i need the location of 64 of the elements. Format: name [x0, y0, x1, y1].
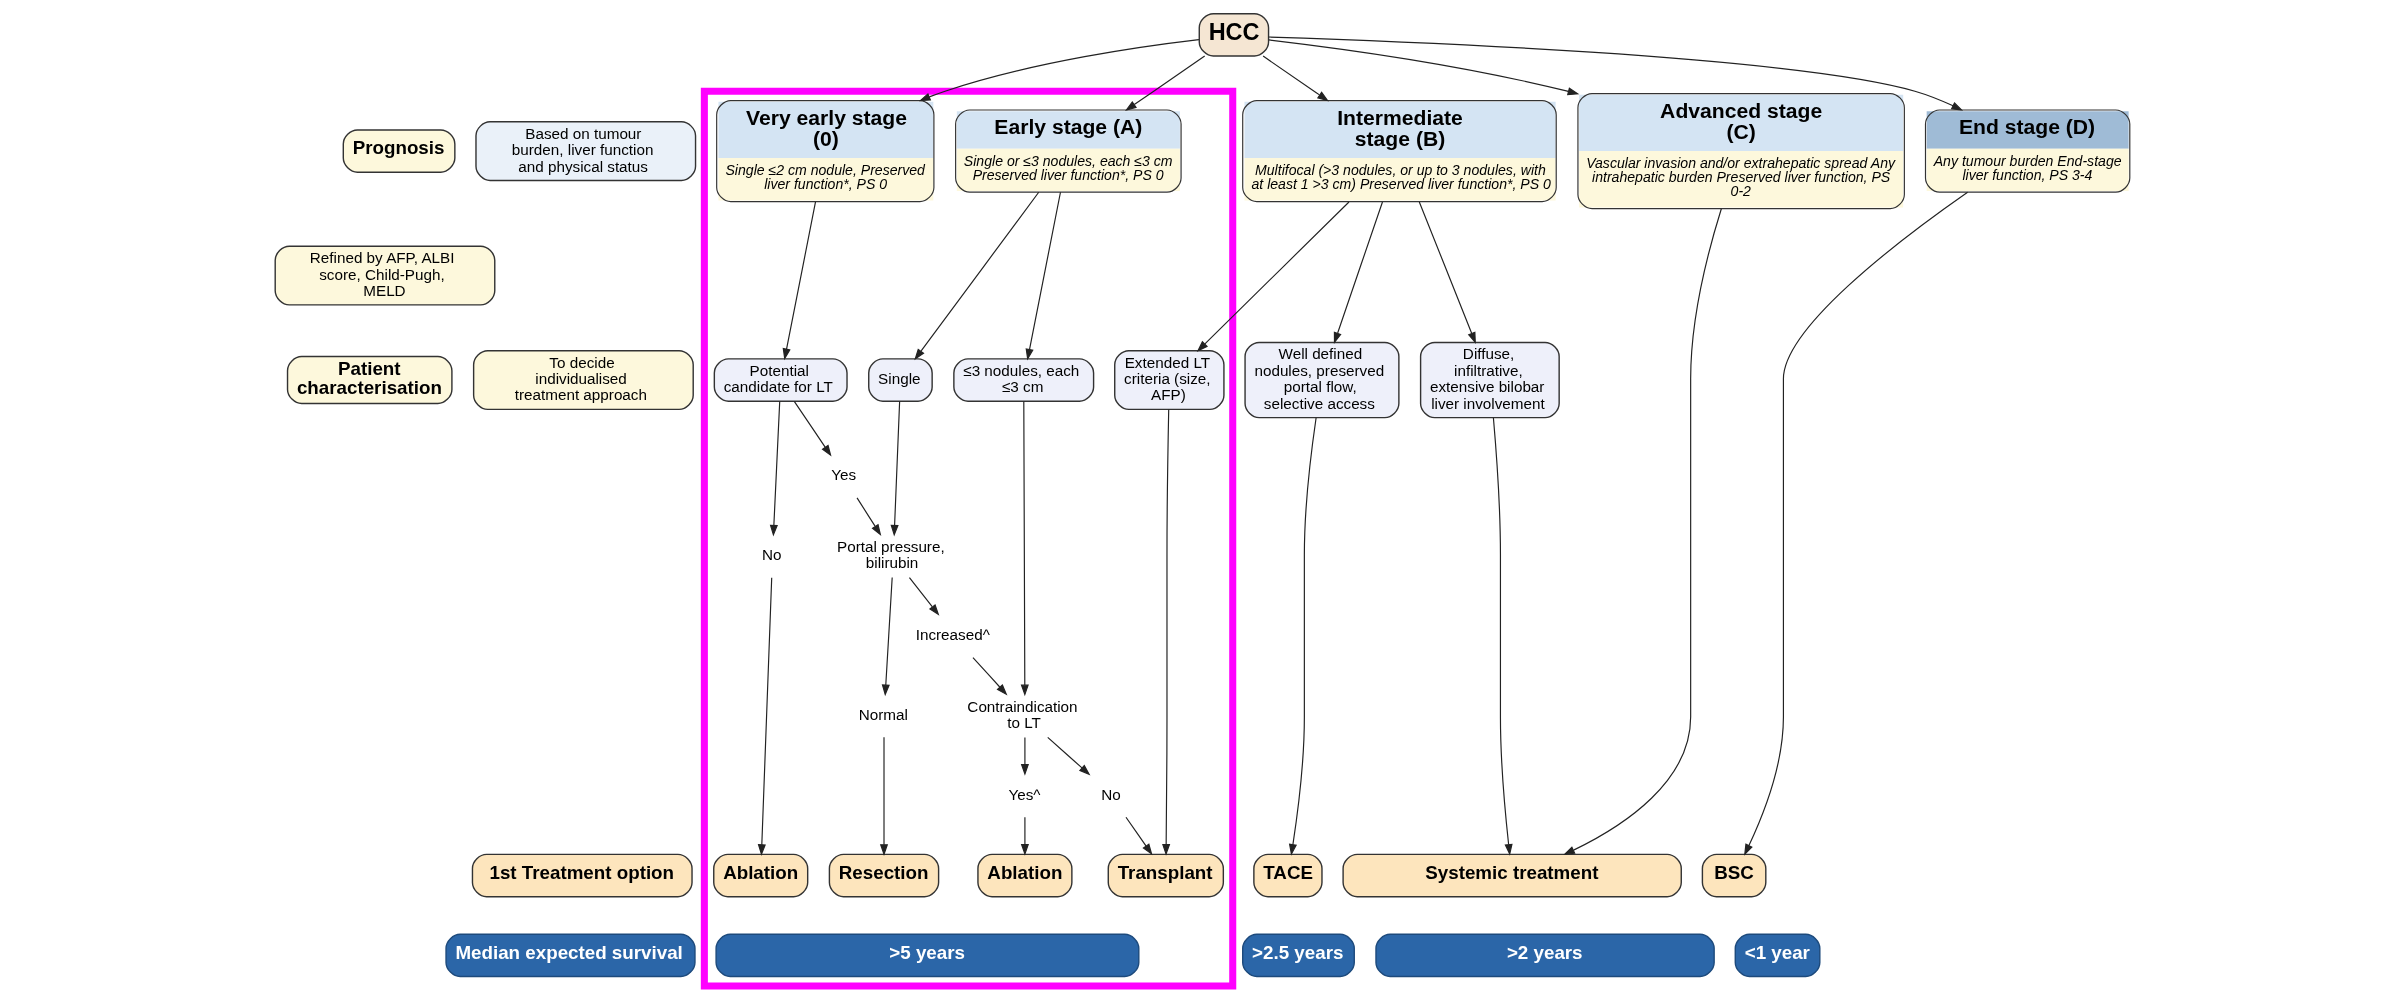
- node-box: >5 years: [715, 933, 1140, 977]
- arrow: [1268, 35, 1964, 111]
- arrow: [1288, 416, 1317, 856]
- arrow: [972, 656, 1008, 695]
- arrow: [908, 576, 940, 616]
- node-text: Normal: [858, 705, 908, 723]
- node-text: Contraindication to LT: [967, 697, 1078, 731]
- arrow: [1262, 55, 1329, 101]
- node-box: HCC: [1198, 12, 1270, 57]
- arrow: [757, 576, 773, 856]
- node-box: Well defined nodules, preserved portal flow, selective access: [1244, 341, 1400, 418]
- arrow: [769, 400, 781, 537]
- node-box: 1st Treatment option: [471, 853, 693, 897]
- cluster: [700, 87, 1237, 989]
- node-box: To decide individualised treatment approach: [472, 349, 694, 410]
- node-box: Ablation: [713, 853, 809, 897]
- node-box: Systemic treatment: [1342, 853, 1682, 897]
- node-text: No: [1101, 785, 1121, 803]
- arrow: [1744, 191, 1969, 856]
- node-box: Resection: [828, 853, 940, 897]
- node-box: Extended LT criteria (size, AFP): [1114, 349, 1225, 410]
- arrow: [1020, 736, 1029, 776]
- arrow: [890, 400, 901, 537]
- node-box: Prognosis: [342, 128, 456, 173]
- node-box: >2.5 years: [1242, 933, 1355, 977]
- node-box: Patient characterisation: [286, 355, 453, 404]
- node-text: Portal pressure, bilirubin: [837, 537, 945, 571]
- node-box: Refined by AFP, ALBI score, Child-Pugh, MELD: [274, 244, 496, 306]
- node-box: <1 year: [1734, 933, 1821, 977]
- node-box: Median expected survival: [445, 933, 696, 977]
- arrow: [856, 496, 882, 536]
- arrow: [1020, 816, 1029, 856]
- arrow: [918, 38, 1200, 101]
- arrow: [1025, 191, 1062, 361]
- node-box: Potential candidate for LT: [713, 357, 848, 402]
- node-box: Diffuse, infiltrative, extensive bilobar liver involvement: [1419, 341, 1560, 418]
- arrow: [1268, 38, 1580, 95]
- node-box: ≤3 nodules, each ≤3 cm: [953, 357, 1095, 402]
- node-box: TACE: [1253, 853, 1323, 897]
- arrow: [793, 400, 832, 457]
- node-box: BSC: [1701, 853, 1767, 897]
- arrow: [1196, 200, 1350, 352]
- arrow: [1125, 816, 1153, 855]
- arrow: [879, 736, 889, 856]
- node-box: Single: [868, 357, 933, 402]
- node-text: Increased^: [915, 625, 990, 643]
- node-box: Ablation: [977, 853, 1073, 897]
- node-box: Based on tumour burden, liver function and physical status: [475, 120, 697, 181]
- arrow: [1563, 207, 1722, 855]
- node-text: Yes^: [1008, 785, 1041, 803]
- arrow: [1492, 416, 1513, 856]
- arrow: [782, 200, 817, 360]
- arrow: [1162, 408, 1171, 856]
- node-box: Transplant: [1107, 853, 1225, 897]
- arrow: [1124, 55, 1206, 111]
- arrow: [1418, 200, 1476, 344]
- node-text: Yes: [831, 465, 857, 483]
- arrow: [1047, 736, 1091, 775]
- arrow: [881, 576, 893, 696]
- node-box: >2 years: [1375, 933, 1715, 977]
- arrow: [1333, 200, 1384, 344]
- arrow: [1020, 400, 1029, 696]
- arrow: [914, 191, 1040, 360]
- node-text: No: [761, 545, 782, 563]
